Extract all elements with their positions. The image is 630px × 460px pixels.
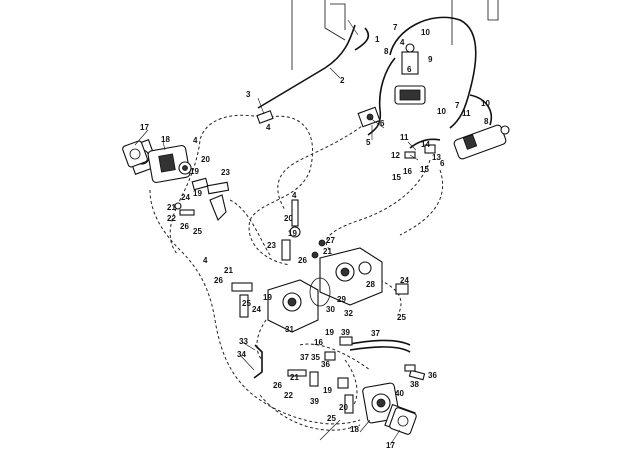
callout-39: 39 xyxy=(310,397,319,406)
callout-1: 1 xyxy=(375,35,380,44)
callout-labels: 1 2 3 4 5 6 7 8 9 10 6 4 7 11 10 10 8 17… xyxy=(140,23,490,450)
callout-36: 36 xyxy=(428,371,437,380)
callout-40: 40 xyxy=(395,389,404,398)
main-pump-assembly xyxy=(231,247,409,333)
gasket-upper xyxy=(122,140,148,168)
callout-27: 27 xyxy=(326,236,335,245)
callout-21: 21 xyxy=(323,247,332,256)
callout-4: 4 xyxy=(400,38,405,47)
callout-6: 6 xyxy=(407,65,412,74)
callout-17: 17 xyxy=(386,441,395,450)
callout-10: 10 xyxy=(481,99,490,108)
callout-26: 26 xyxy=(298,256,307,265)
callout-18: 18 xyxy=(350,425,359,434)
callout-28: 28 xyxy=(366,280,375,289)
callout-22: 22 xyxy=(167,214,176,223)
callout-36: 36 xyxy=(321,360,330,369)
callout-23: 23 xyxy=(267,241,276,250)
callout-19: 19 xyxy=(323,386,332,395)
callout-19: 19 xyxy=(263,293,272,302)
hose-routings xyxy=(149,114,444,431)
callout-11: 11 xyxy=(462,109,471,118)
callout-13: 13 xyxy=(432,153,441,162)
callout-38: 38 xyxy=(410,380,419,389)
callout-19: 19 xyxy=(325,328,334,337)
callout-31: 31 xyxy=(285,325,294,334)
callout-34: 34 xyxy=(237,350,246,359)
callout-20: 20 xyxy=(339,403,348,412)
upper-left-fittings xyxy=(174,177,230,221)
callout-25: 25 xyxy=(242,299,251,308)
callout-15: 15 xyxy=(420,165,429,174)
callout-12: 12 xyxy=(391,151,400,160)
callout-35: 35 xyxy=(311,353,320,362)
callout-16: 16 xyxy=(314,338,323,347)
callout-3: 3 xyxy=(246,90,251,99)
leader-lines xyxy=(134,19,419,446)
callout-25: 25 xyxy=(193,227,202,236)
callout-4: 4 xyxy=(193,136,198,145)
callout-30: 30 xyxy=(326,305,335,314)
callout-26: 26 xyxy=(214,276,223,285)
callout-6: 6 xyxy=(440,159,445,168)
callout-33: 33 xyxy=(239,337,248,346)
frame-rails xyxy=(291,0,499,70)
callout-4: 4 xyxy=(266,123,271,132)
callout-17: 17 xyxy=(140,123,149,132)
callout-10: 10 xyxy=(421,28,430,37)
callout-15: 15 xyxy=(392,173,401,182)
callout-8: 8 xyxy=(384,47,389,56)
callout-25: 25 xyxy=(327,414,336,423)
callout-19: 19 xyxy=(288,229,297,238)
callout-39: 39 xyxy=(341,328,350,337)
callout-19: 19 xyxy=(193,189,202,198)
gasket-lower xyxy=(389,407,417,435)
callout-2: 2 xyxy=(340,76,345,85)
callout-21: 21 xyxy=(167,203,176,212)
callout-26: 26 xyxy=(273,381,282,390)
callout-21: 21 xyxy=(290,373,299,382)
callout-25: 25 xyxy=(397,313,406,322)
callout-24: 24 xyxy=(181,193,190,202)
callout-19: 19 xyxy=(190,167,199,176)
callout-24: 24 xyxy=(400,276,409,285)
callout-5: 5 xyxy=(366,138,371,147)
callout-20: 20 xyxy=(201,155,210,164)
callout-7: 7 xyxy=(393,23,398,32)
lower-fittings xyxy=(287,336,426,414)
callout-23: 23 xyxy=(221,168,230,177)
callout-4: 4 xyxy=(292,191,297,200)
callout-16: 16 xyxy=(403,167,412,176)
callout-14: 14 xyxy=(421,140,430,149)
callout-21: 21 xyxy=(224,266,233,275)
callout-32: 32 xyxy=(344,309,353,318)
callout-7: 7 xyxy=(455,101,460,110)
callout-11: 11 xyxy=(400,133,409,142)
callout-22: 22 xyxy=(284,391,293,400)
callout-37: 37 xyxy=(300,353,309,362)
callout-18: 18 xyxy=(161,135,170,144)
callout-20: 20 xyxy=(284,214,293,223)
callout-37: 37 xyxy=(371,329,380,338)
callout-9: 9 xyxy=(428,55,433,64)
callout-26: 26 xyxy=(180,222,189,231)
callout-24: 24 xyxy=(252,305,261,314)
upper-valve-assembly xyxy=(357,43,426,128)
callout-4: 4 xyxy=(203,256,208,265)
callout-29: 29 xyxy=(337,295,346,304)
callout-6: 6 xyxy=(380,119,385,128)
lower-bracket xyxy=(253,344,263,379)
callout-8: 8 xyxy=(484,117,489,126)
center-fittings xyxy=(256,110,326,261)
callout-10: 10 xyxy=(437,107,446,116)
